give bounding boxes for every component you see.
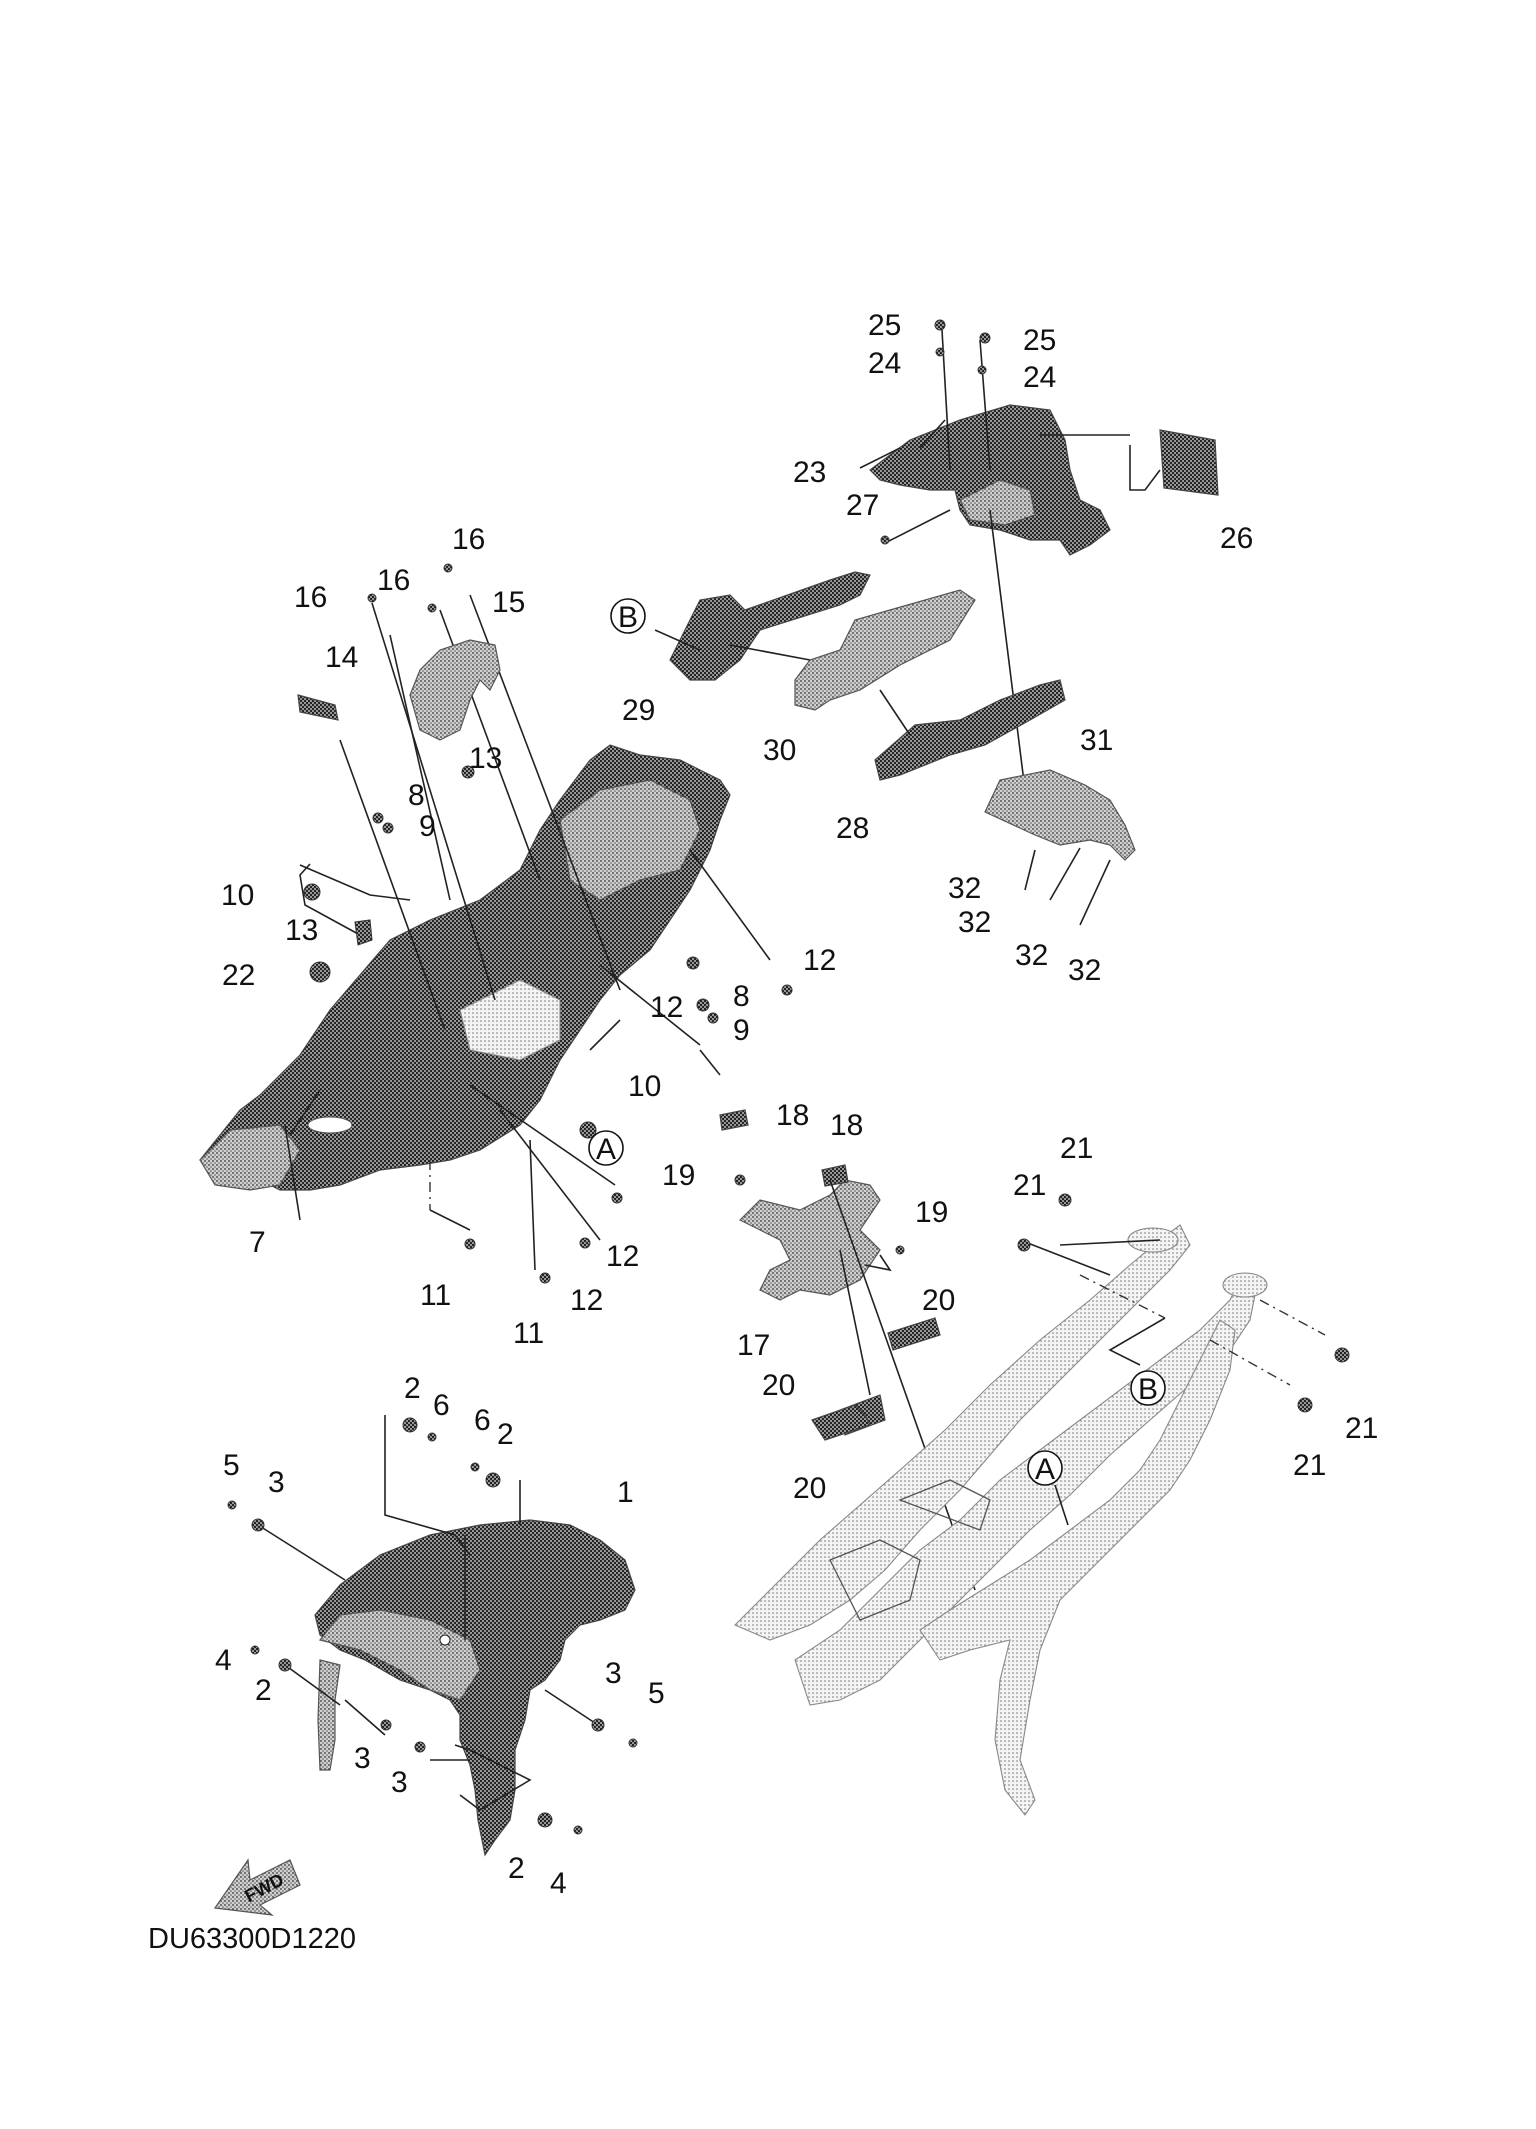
- tail-cover-part: [869, 404, 1111, 556]
- callout-label: 25: [868, 309, 901, 342]
- callout-label: 6: [474, 1404, 491, 1437]
- bracket-31-group: [984, 769, 1136, 926]
- callout-label: 32: [1015, 939, 1048, 972]
- reference-markers: B A B A: [588, 598, 1166, 1526]
- callout-label: 2: [497, 1418, 514, 1451]
- callout-label: 20: [762, 1369, 795, 1402]
- callout-label: 18: [830, 1109, 863, 1142]
- forward-arrow-icon: FWD: [213, 1858, 301, 1916]
- callout-label: 29: [622, 694, 655, 727]
- callout-label: 14: [325, 641, 358, 674]
- callout-label: 9: [419, 810, 436, 843]
- license-bracket-part: [738, 1179, 881, 1301]
- callout-label: 2: [255, 1674, 272, 1707]
- callout-label: 5: [223, 1449, 240, 1482]
- rear-frame-group: [734, 1224, 1326, 1816]
- callout-label: 2: [508, 1852, 525, 1885]
- ref-marker-b: B: [610, 598, 646, 634]
- callout-label: 23: [793, 456, 826, 489]
- svg-text:A: A: [1035, 1453, 1055, 1486]
- fasteners: [227, 319, 1350, 1835]
- front-fender-part: [314, 1519, 636, 1857]
- callout-label: 13: [285, 914, 318, 947]
- callout-label: 16: [452, 523, 485, 556]
- callout-label: 28: [836, 812, 869, 845]
- rear-frame-part: [734, 1224, 1191, 1641]
- callout-label: 20: [793, 1472, 826, 1505]
- svg-text:B: B: [1138, 1373, 1158, 1406]
- callout-label: 24: [1023, 361, 1056, 394]
- callout-label: 11: [420, 1279, 451, 1312]
- callout-label: 5: [648, 1677, 665, 1710]
- front-fender-side-panel: [317, 1659, 341, 1771]
- callout-label: 12: [650, 991, 683, 1024]
- callout-label: 24: [868, 347, 901, 380]
- callout-label: 20: [922, 1284, 955, 1317]
- callout-label: 8: [408, 779, 425, 812]
- bracket-31: [984, 769, 1136, 861]
- callout-label: 30: [763, 734, 796, 767]
- callout-label: 25: [1023, 324, 1056, 357]
- callout-label: 15: [492, 586, 525, 619]
- callout-label: 16: [377, 564, 410, 597]
- callout-label: 19: [915, 1196, 948, 1229]
- callout-label: 13: [469, 742, 502, 775]
- ref-marker-a: A: [588, 1130, 624, 1166]
- ref-marker-a: A: [1027, 1450, 1063, 1486]
- rear-fender-group: [199, 594, 771, 1271]
- svg-text:A: A: [596, 1133, 616, 1166]
- callout-label: 19: [662, 1159, 695, 1192]
- callout-label: 17: [737, 1329, 770, 1362]
- callout-label: 21: [1345, 1412, 1378, 1445]
- callout-label: 2: [404, 1372, 421, 1405]
- front-fender-group: [257, 1415, 636, 1857]
- part-15-group: [297, 639, 501, 741]
- callout-label: 32: [948, 872, 981, 905]
- callout-label: 31: [1080, 724, 1113, 757]
- callout-label: 1: [617, 1476, 634, 1509]
- callout-label: 21: [1060, 1132, 1093, 1165]
- callout-labels: 25 24 25 24 23 27 26 16 16 16 15 14 13 8…: [215, 309, 1378, 1900]
- ref-marker-b: B: [1130, 1370, 1166, 1406]
- svg-text:B: B: [618, 601, 638, 634]
- callout-label: 18: [776, 1099, 809, 1132]
- callout-label: 26: [1220, 522, 1253, 555]
- callout-label: 10: [221, 879, 254, 912]
- reflector-part: [1159, 429, 1219, 496]
- callout-label: 22: [222, 959, 255, 992]
- callout-label: 21: [1293, 1449, 1326, 1482]
- callout-label: 3: [354, 1742, 371, 1775]
- callout-label: 11: [513, 1317, 544, 1350]
- callout-label: 12: [606, 1240, 639, 1273]
- part-14: [297, 694, 339, 721]
- bracket-29: [669, 571, 871, 681]
- callout-label: 3: [268, 1466, 285, 1499]
- tail-cover-group: [859, 329, 1219, 831]
- callout-label: 3: [605, 1657, 622, 1690]
- bracket-30: [794, 589, 976, 711]
- callout-label: 3: [391, 1766, 408, 1799]
- bracket-28: [874, 679, 1066, 781]
- callout-label: 21: [1013, 1169, 1046, 1202]
- callout-label: 27: [846, 489, 879, 522]
- callout-label: 6: [433, 1389, 450, 1422]
- callout-label: 7: [249, 1226, 266, 1259]
- callout-label: 12: [570, 1284, 603, 1317]
- callout-label: 12: [803, 944, 836, 977]
- callout-label: 9: [733, 1014, 750, 1047]
- rear-fender-flap: [199, 1124, 301, 1191]
- callout-label: 32: [1068, 954, 1101, 987]
- license-bracket-group: [719, 1109, 976, 1591]
- callout-label: 10: [628, 1070, 661, 1103]
- diagram-code: DU63300D1220: [148, 1923, 356, 1955]
- callout-label: 16: [294, 581, 327, 614]
- callout-label: 4: [550, 1867, 567, 1900]
- seat-bracket-group: [654, 571, 1066, 781]
- callout-label: 32: [958, 906, 991, 939]
- callout-label: 4: [215, 1644, 232, 1677]
- callout-label: 8: [733, 980, 750, 1013]
- part-15: [409, 639, 501, 741]
